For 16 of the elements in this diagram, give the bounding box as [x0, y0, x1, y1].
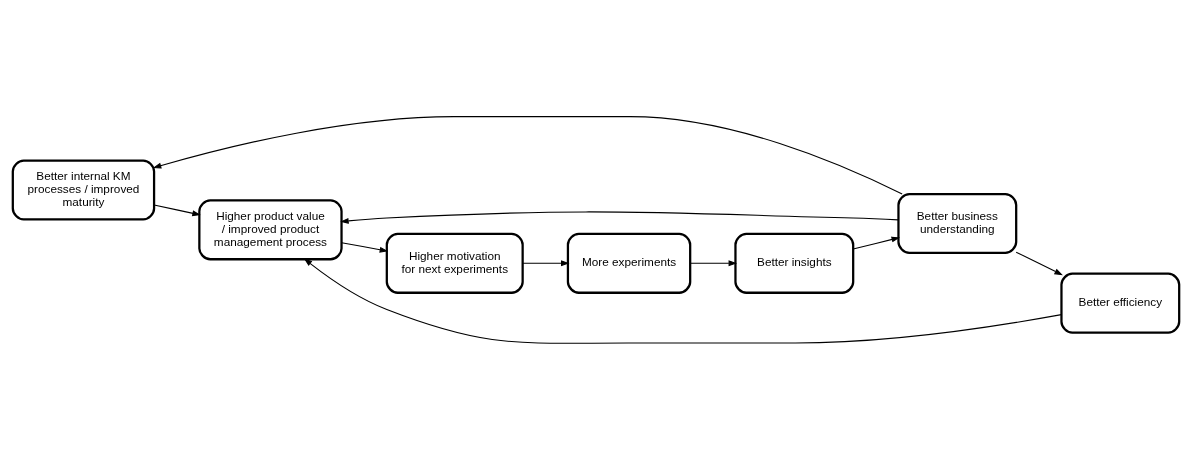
arrow [341, 241, 389, 253]
node-box: Better business understanding [897, 192, 1018, 254]
arrow [153, 203, 201, 216]
arrow [689, 259, 738, 266]
node-box: Better internal KM processes / improved maturity [11, 158, 156, 221]
arrow [340, 210, 899, 224]
node-box: More experiments [566, 232, 692, 294]
arrow [1015, 251, 1063, 275]
arrow [303, 257, 1062, 344]
node-box: Better efficiency [1060, 272, 1181, 334]
arrow [152, 115, 903, 195]
node-box: Higher product value / improved product management process [198, 198, 343, 260]
node-box: Higher motivation for next experiments [385, 232, 524, 294]
node-box: Better insights [734, 232, 855, 294]
arrow [852, 236, 901, 250]
arrow [522, 259, 570, 266]
